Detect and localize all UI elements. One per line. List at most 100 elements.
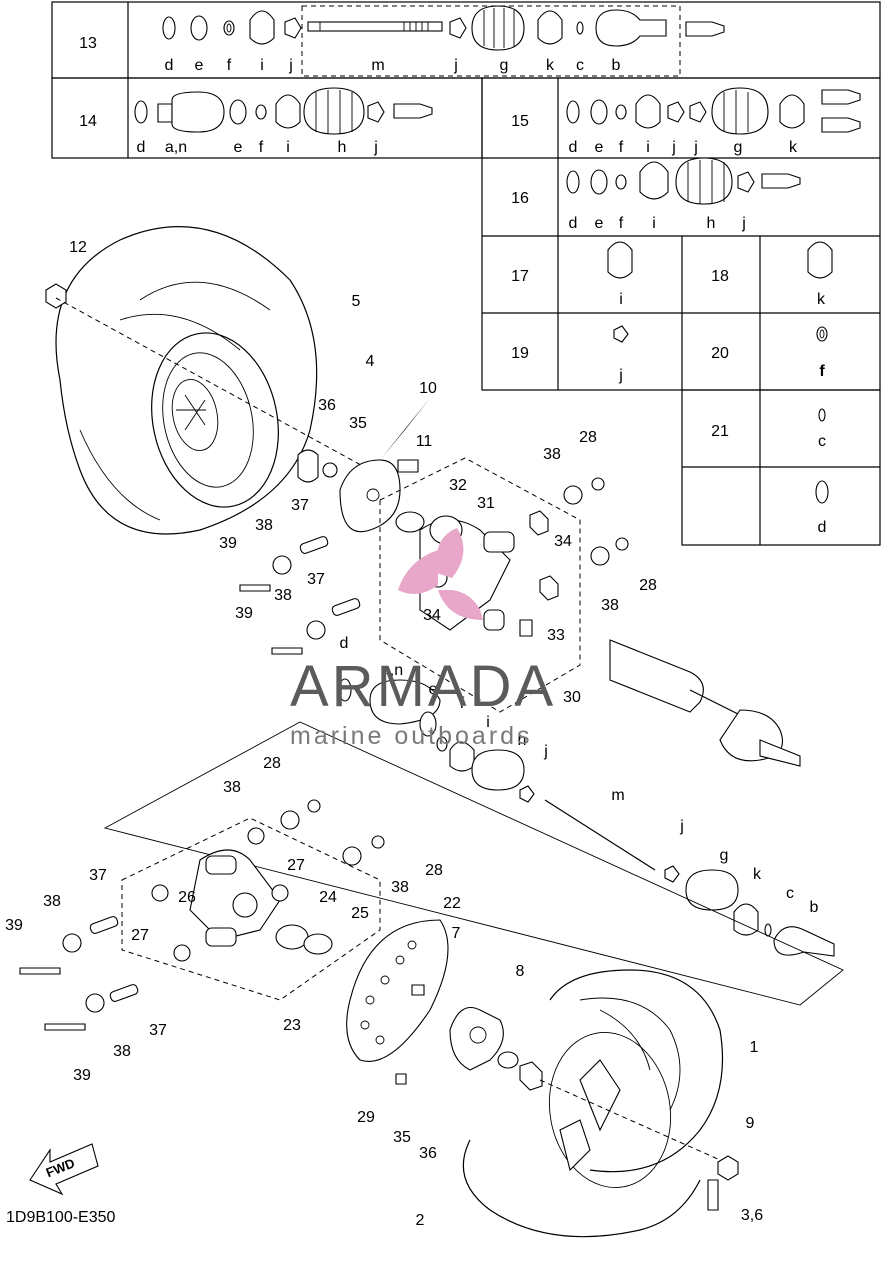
kit-num-21: 21 [711,423,729,440]
kit-16-letter: i [652,215,656,232]
part-callout: 8 [516,963,525,980]
kit-num-20: 20 [711,345,729,362]
part-callout: 38 [43,893,61,910]
kit-14-letter: d [137,139,146,156]
part-callout: 38 [543,446,561,463]
part-callout: 25 [351,905,369,922]
kit-13-letter: e [195,57,204,74]
kit-13-letter: i [260,57,264,74]
part-callout: i [486,714,490,731]
kit-num-18: 18 [711,268,729,285]
kit-15-letter: g [734,139,743,156]
callouts: 1254101136353231382834342838373839373839… [5,239,818,1229]
part-callout: k [753,866,762,883]
kit-15-letter: i [646,139,650,156]
part-callout: 31 [477,495,495,512]
part-callout: 39 [5,917,23,934]
part-callout: 30 [563,689,581,706]
kit-num-19: 19 [511,345,529,362]
part-callout: 35 [349,415,367,432]
part-callout: 27 [287,857,305,874]
kit-14-letter: i [286,139,290,156]
part-callout: 32 [449,477,467,494]
kit-16-letter: d [569,215,578,232]
rear-knuckle [151,827,333,962]
kit-13-parts [162,5,725,51]
kit-13-letter: j [288,57,293,74]
part-callout: 34 [423,607,441,624]
kit-14-letter: e [234,139,243,156]
part-callout: 22 [443,895,461,912]
kit-13-letter: c [576,57,584,74]
part-callout: 27 [131,927,149,944]
kit-19-letter: j [618,367,623,384]
lug-nut-12 [45,283,67,309]
kit-14-letter: j [373,139,378,156]
kit-13-letter: k [546,57,555,74]
part-callout: b [810,899,819,916]
kit-num-13: 13 [79,35,97,52]
kit-15-letter: e [595,139,604,156]
rear-hub [449,1006,543,1091]
diagram-code: 1D9B100-E350 [6,1209,116,1226]
part-callout: h [518,732,527,749]
part-callout: 28 [425,862,443,879]
part-callout: 37 [291,497,309,514]
part-callout: 37 [307,571,325,588]
kit-table [51,1,881,546]
part-callout: d [340,635,349,652]
kit-15-letter: f [619,139,624,156]
kit-13-letter: f [227,57,232,74]
watermark-logo [398,528,483,620]
part-callout: a,n [381,662,403,679]
part-callout: 4 [366,353,375,370]
part-callout: 3,6 [741,1207,763,1224]
inner-cv-parts [338,678,835,957]
kit-num-16: 16 [511,190,529,207]
part-callout: 10 [419,380,437,397]
part-callout: 37 [89,867,107,884]
part-callout: 28 [263,755,281,772]
part-callout: 37 [149,1022,167,1039]
part-callout: 23 [283,1017,301,1034]
kit-single-parts [607,241,833,504]
part-callout: 28 [639,577,657,594]
part-callout: 38 [601,597,619,614]
part-callout: 1 [750,1039,759,1056]
kit-20-letter: f [819,363,825,380]
part-callout: 35 [393,1129,411,1146]
kit-extra-letter: d [818,519,827,536]
kit-16-parts [566,157,801,205]
part-callout: j [543,743,548,760]
kit-13-letter: m [371,57,384,74]
front-tire [55,226,318,535]
part-callout: 9 [746,1115,755,1132]
rear-tire [462,969,724,1238]
kit-16-letter: e [595,215,604,232]
kit-14-letter: a,n [165,139,187,156]
kit-num-17: 17 [511,268,529,285]
valve-and-nut [707,1155,739,1211]
part-callout: 7 [452,925,461,942]
part-callout: f [460,695,465,712]
part-callout: 38 [113,1043,131,1060]
kit-15-parts [566,87,861,135]
brake-disc [346,919,449,1085]
part-callout: 26 [178,889,196,906]
watermark-tagline: marine outboards [290,722,533,750]
front-driveshaft [609,639,801,767]
part-callout: j [679,818,684,835]
kit-num-15: 15 [511,113,529,130]
part-callout: e [429,681,438,698]
part-callout: 2 [416,1212,425,1229]
part-callout: g [720,847,729,864]
part-callout: 12 [69,239,87,256]
part-callout: 38 [274,587,292,604]
kit-16-letter: f [619,215,624,232]
part-callout: 33 [547,627,565,644]
kit-15-letter: d [569,139,578,156]
front-bolts [239,477,629,655]
kit-13-letter: d [165,57,174,74]
